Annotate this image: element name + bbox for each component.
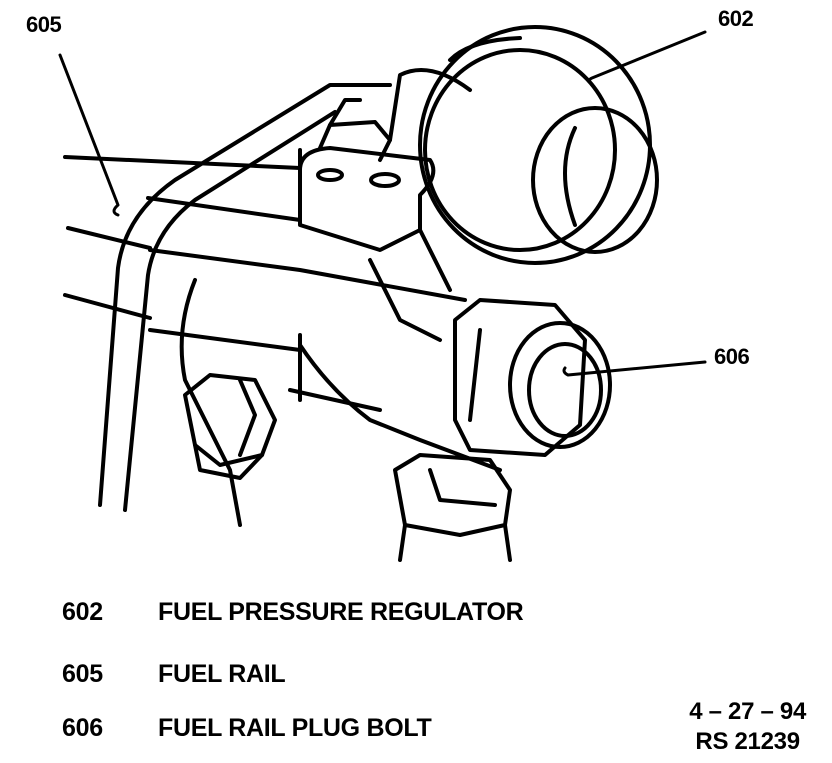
rail-outline: [63, 83, 467, 512]
stamp-date: 4 – 27 – 94: [689, 698, 806, 725]
legend-row-602: 602 FUEL PRESSURE REGULATOR: [62, 598, 524, 627]
legend-number: 602: [62, 598, 103, 626]
legend-number: 606: [62, 714, 103, 742]
fuel-rail-plug-bolt: [453, 298, 612, 457]
legend-row-605: 605 FUEL RAIL: [62, 660, 286, 689]
legend-label: FUEL RAIL PLUG BOLT: [158, 714, 432, 742]
leader-lines: [58, 30, 707, 377]
lower-hex-bolt: [183, 373, 277, 480]
legend-label: FUEL PRESSURE REGULATOR: [158, 598, 524, 626]
fuel-pressure-regulator: [388, 25, 659, 265]
fuel-rail-diagram: [58, 25, 707, 562]
callout-602: 602: [718, 6, 754, 31]
stamp-ref: RS 21239: [695, 728, 800, 755]
bottom-hex-bolt: [393, 453, 512, 562]
legend-row-606: 606 FUEL RAIL PLUG BOLT: [62, 714, 432, 743]
legend-label: FUEL RAIL: [158, 660, 286, 688]
figure-stamp: 4 – 27 – 94 RS 21239: [689, 697, 806, 757]
rail-body: [179, 98, 502, 527]
callout-605: 605: [26, 12, 62, 37]
legend-number: 605: [62, 660, 103, 688]
callout-606: 606: [714, 344, 750, 369]
